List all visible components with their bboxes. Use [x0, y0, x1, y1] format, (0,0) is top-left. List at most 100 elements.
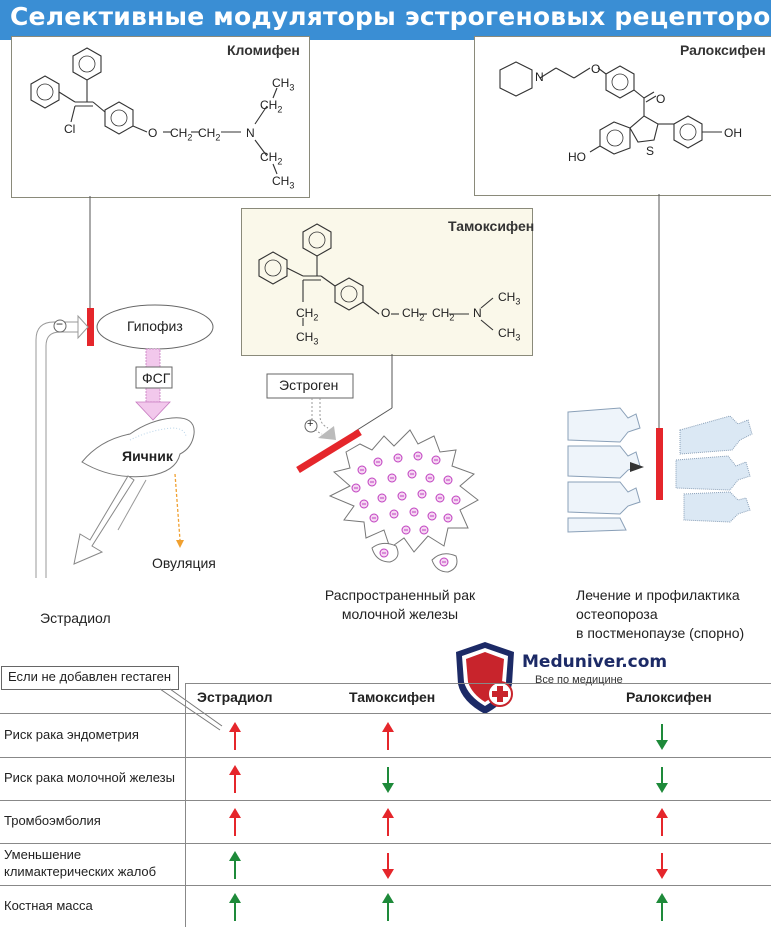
meduniver-shield-icon [456, 642, 514, 714]
col-header-raloxifene: Ралоксифен [626, 689, 712, 705]
table-header-divider [185, 683, 186, 927]
table-row-label: Костная масса [4, 897, 93, 914]
hypophysis-label: Гипофиз [127, 318, 183, 334]
ovary-shape [81, 417, 195, 478]
estrogen-label: Эстроген [279, 377, 339, 393]
arrow-up-icon [656, 808, 668, 836]
estradiol-label: Эстрадиол [40, 610, 111, 626]
row-label-line1: Риск рака эндометрия [4, 727, 139, 742]
raloxifene-ho: HO [568, 150, 586, 164]
tamoxifen-ch2-c: CH2 [432, 306, 455, 323]
minus-circle [53, 319, 67, 333]
gestagen-callout [1, 666, 179, 690]
minus-sign: − [56, 317, 64, 331]
tamoxifen-ch3-b: CH3 [498, 290, 521, 307]
osteo-caption-line1: Лечение и профилактика [576, 587, 740, 603]
arrow-up-icon [229, 765, 241, 793]
table-row-label: Риск рака эндометрия [4, 726, 139, 743]
arrow-up-icon [382, 722, 394, 750]
arrow-down-icon [656, 853, 668, 879]
table-row-label: Уменьшение климактерических жалоб [4, 846, 156, 880]
table-row-line [0, 800, 771, 801]
logo-tagline: Все по медицине [535, 674, 623, 686]
raloxifene-name: Ралоксифен [680, 42, 766, 58]
feedback-arrow [35, 321, 78, 578]
tamoxifen-n: N [473, 306, 482, 320]
arrow-down-icon [382, 853, 394, 879]
cancer-caption: Распространенный рак молочной железы [310, 586, 490, 624]
plus-sign: + [307, 418, 314, 430]
table-top-line [185, 683, 771, 684]
tamoxifen-ch2: CH2 [296, 306, 319, 323]
raloxifene-o2: O [656, 92, 666, 106]
raloxifene-s: S [646, 144, 655, 158]
arrow-down-icon [656, 767, 668, 793]
row-label-line2: климактерических жалоб [4, 864, 157, 879]
clomiphene-cl: Cl [64, 122, 76, 136]
raloxifene-box [474, 36, 771, 196]
tumor-cluster [328, 429, 479, 553]
clomiphene-ch2-b: CH2 [198, 126, 221, 143]
table-header-line [0, 713, 771, 714]
estrogen-box [266, 373, 354, 399]
vertebrae-normal [567, 407, 641, 533]
ovary-label: Яичник [122, 448, 173, 464]
title-banner [0, 0, 771, 40]
osteo-caption-line3: в постменопаузе (спорно) [576, 625, 745, 641]
arrow-down-icon [656, 724, 668, 750]
tamoxifen-box [241, 208, 533, 356]
gestagen-callout-text: Если не добавлен гестаген [8, 669, 172, 684]
clomiphene-ch3-b: CH3 [272, 174, 295, 191]
tamoxifen-ch3-c: CH3 [498, 326, 521, 343]
clomiphene-n: N [246, 126, 255, 140]
col-header-tamoxifen: Тамоксифен [349, 689, 436, 705]
clomiphene-ch2-a: CH2 [170, 126, 193, 143]
arrow-up-icon [382, 893, 394, 921]
arrow-down-icon [382, 767, 394, 793]
table-row-line [0, 757, 771, 758]
arrow-up-icon [229, 851, 241, 879]
plus-circle [304, 419, 318, 433]
mechanism-diagram [35, 194, 753, 578]
clomiphene-ch3-a: CH3 [272, 76, 295, 93]
vertebrae-osteoporotic [675, 415, 753, 523]
raloxifene-o1: O [591, 62, 601, 76]
arrow-up-icon [229, 808, 241, 836]
tamoxifen-structure [258, 223, 494, 331]
page-title: Селективные модуляторы эстрогеновых реце… [10, 2, 771, 31]
row-label-line1: Костная масса [4, 898, 93, 913]
clomiphene-o: O [148, 126, 158, 140]
raloxifene-n: N [535, 70, 544, 84]
arrow-up-icon [656, 893, 668, 921]
clomiphene-ch2-c: CH2 [260, 98, 283, 115]
table-row-line [0, 843, 771, 844]
table-row-line [0, 885, 771, 886]
raloxifene-oh: OH [724, 126, 742, 140]
table-row-label: Риск рака молочной железы [4, 769, 175, 786]
tamoxifen-ch2-b: CH2 [402, 306, 425, 323]
row-label-line1: Риск рака молочной железы [4, 770, 175, 785]
clomiphene-block [87, 308, 94, 346]
arrow-up-icon [229, 893, 241, 921]
raloxifene-block [656, 428, 663, 500]
osteo-caption: Лечение и профилактика остеопороза в пос… [576, 586, 766, 643]
tumor-cells [351, 451, 461, 567]
clomiphene-name: Кломифен [227, 42, 300, 58]
tamoxifen-ch3-a: CH3 [296, 330, 319, 347]
col-header-estradiol: Эстрадиол [197, 689, 273, 705]
raloxifene-structure [499, 61, 722, 155]
row-label-line1: Тромбоэмболия [4, 813, 101, 828]
logo-name: Meduniver.com [522, 652, 668, 672]
callout-pointer [159, 688, 223, 731]
fsh-label: ФСГ [142, 370, 171, 386]
fsh-box [135, 366, 173, 389]
row-label-line1: Уменьшение [4, 847, 82, 862]
tamoxifen-name: Тамоксифен [448, 218, 535, 234]
cancer-caption-line1: Распространенный рак [324, 587, 476, 603]
cancer-caption-line2: молочной железы [341, 606, 459, 622]
table-row-label: Тромбоэмболия [4, 812, 101, 829]
clomiphene-ch2-d: CH2 [260, 150, 283, 167]
tamoxifen-o: O [381, 306, 391, 320]
ovulation-label: Овуляция [152, 555, 216, 571]
osteo-caption-line2: остеопороза [576, 606, 658, 622]
